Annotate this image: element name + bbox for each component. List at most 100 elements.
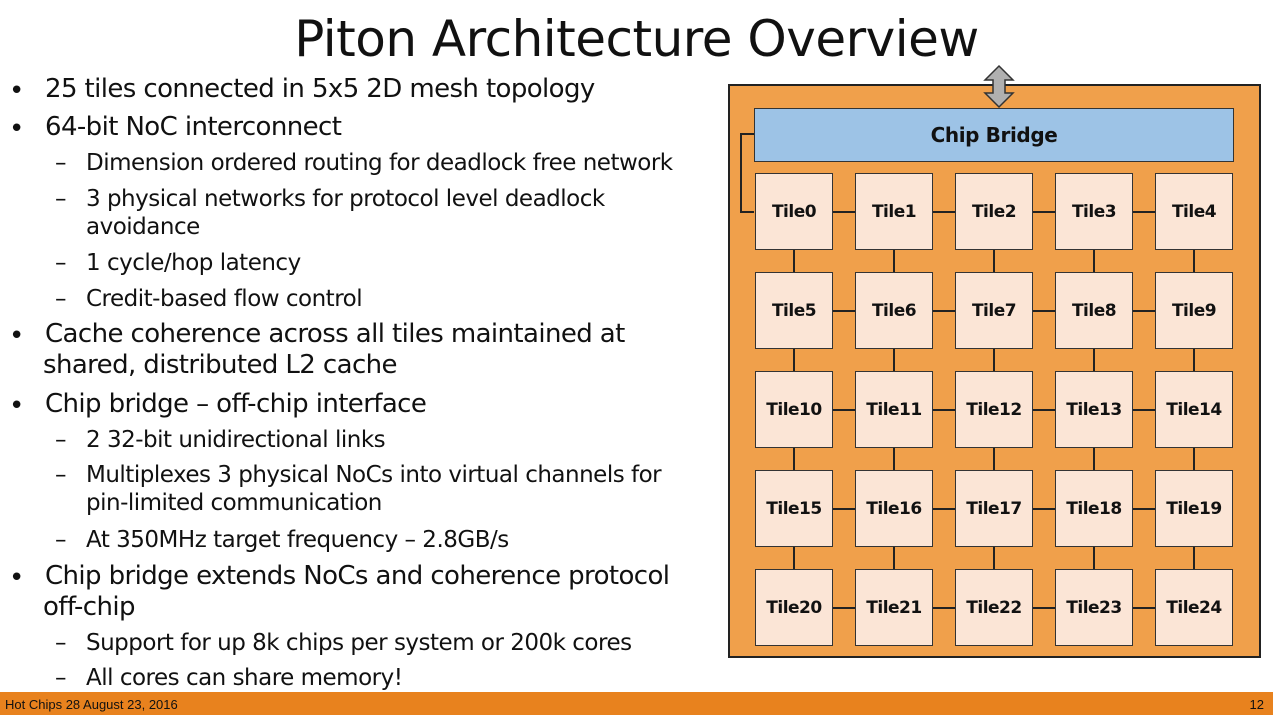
tile-22: Tile22 — [955, 569, 1033, 646]
bullet-text: Multiplexes 3 physical NoCs into virtual… — [86, 462, 662, 488]
tile-12: Tile12 — [955, 371, 1033, 448]
mesh-link-vertical — [993, 349, 995, 371]
mesh-link-horizontal — [833, 211, 855, 213]
mesh-link-horizontal — [1133, 409, 1155, 411]
mesh-link-vertical — [993, 448, 995, 470]
bullet-text: Support for up 8k chips per system or 20… — [86, 630, 632, 656]
bullet-text: Dimension ordered routing for deadlock f… — [86, 150, 673, 176]
footer-bar: Hot Chips 28 August 23, 2016 12 — [0, 692, 1273, 715]
mesh-link-vertical — [793, 547, 795, 569]
mesh-link-horizontal — [1033, 310, 1055, 312]
mesh-link-vertical — [893, 250, 895, 272]
bullet-text-continuation: shared, distributed L2 cache — [43, 350, 398, 380]
mesh-link-horizontal — [1133, 310, 1155, 312]
mesh-link-horizontal — [1133, 211, 1155, 213]
mesh-link-vertical — [1193, 547, 1195, 569]
tile-0: Tile0 — [755, 173, 833, 250]
tile-24: Tile24 — [1155, 569, 1233, 646]
bullet-text: 1 cycle/hop latency — [86, 250, 301, 276]
mesh-link-vertical — [1093, 250, 1095, 272]
slide-title: Piton Architecture Overview — [294, 10, 979, 68]
tile-17: Tile17 — [955, 470, 1033, 547]
bullet-text: 25 tiles connected in 5x5 2D mesh topolo… — [45, 74, 595, 104]
bullet-text: At 350MHz target frequency – 2.8GB/s — [86, 527, 509, 553]
mesh-link-vertical — [1093, 349, 1095, 371]
tile-16: Tile16 — [855, 470, 933, 547]
bullet-text: Credit-based flow control — [86, 286, 363, 312]
bullet-dash: – — [55, 462, 67, 488]
bullet-dash: – — [55, 150, 67, 176]
tile-15: Tile15 — [755, 470, 833, 547]
mesh-link-horizontal — [833, 310, 855, 312]
mesh-link-vertical — [793, 448, 795, 470]
mesh-link-vertical — [1093, 547, 1095, 569]
bullet-dash: – — [55, 286, 67, 312]
bullet-dot: • — [9, 114, 24, 144]
page-number: 12 — [1249, 697, 1264, 712]
mesh-link-horizontal — [1033, 508, 1055, 510]
mesh-link-vertical — [793, 250, 795, 272]
bullet-dash: – — [55, 427, 67, 453]
mesh-link-horizontal — [833, 409, 855, 411]
mesh-link-horizontal — [833, 508, 855, 510]
mesh-link-vertical — [993, 250, 995, 272]
mesh-link-horizontal — [933, 211, 955, 213]
mesh-link-horizontal — [1133, 607, 1155, 609]
tile-3: Tile3 — [1055, 173, 1133, 250]
mesh-link-vertical — [1193, 250, 1195, 272]
bullet-list: • 25 tiles connected in 5x5 2D mesh topo… — [9, 74, 673, 691]
tile-5: Tile5 — [755, 272, 833, 349]
bullet-dash: – — [55, 527, 67, 553]
mesh-link-horizontal — [933, 310, 955, 312]
bullet-dash: – — [55, 665, 67, 691]
bullet-text: Chip bridge extends NoCs and coherence p… — [45, 561, 670, 591]
tile-18: Tile18 — [1055, 470, 1133, 547]
bullet-dot: • — [9, 391, 24, 421]
tile-1: Tile1 — [855, 173, 933, 250]
mesh-link-vertical — [793, 349, 795, 371]
tile-23: Tile23 — [1055, 569, 1133, 646]
mesh-link-horizontal — [1033, 211, 1055, 213]
tile-14: Tile14 — [1155, 371, 1233, 448]
tile-13: Tile13 — [1055, 371, 1133, 448]
bullet-text: Chip bridge – off-chip interface — [45, 389, 427, 419]
tile-20: Tile20 — [755, 569, 833, 646]
bullet-dash: – — [55, 250, 67, 276]
tile-8: Tile8 — [1055, 272, 1133, 349]
mesh-link-vertical — [1193, 448, 1195, 470]
tile-4: Tile4 — [1155, 173, 1233, 250]
mesh-link-vertical — [993, 547, 995, 569]
mesh-link-vertical — [1093, 448, 1095, 470]
mesh-link-horizontal — [1033, 607, 1055, 609]
chip-bridge-box: Chip Bridge — [754, 108, 1234, 162]
tile-9: Tile9 — [1155, 272, 1233, 349]
bullet-text-continuation: off-chip — [43, 592, 135, 622]
tile-21: Tile21 — [855, 569, 933, 646]
bullet-dot: • — [9, 321, 24, 351]
bullet-text: All cores can share memory! — [86, 665, 403, 691]
bullet-dash: – — [55, 630, 67, 656]
bullet-text-continuation: pin-limited communication — [86, 490, 382, 516]
bullet-dash: – — [55, 186, 67, 212]
mesh-link-vertical — [893, 448, 895, 470]
bullet-text: Cache coherence across all tiles maintai… — [45, 319, 625, 349]
mesh-link-vertical — [893, 547, 895, 569]
mesh-link-horizontal — [933, 607, 955, 609]
mesh-link-horizontal — [933, 409, 955, 411]
bullet-text: 64-bit NoC interconnect — [45, 112, 342, 142]
tile-19: Tile19 — [1155, 470, 1233, 547]
bullet-text: 2 32-bit unidirectional links — [86, 427, 386, 453]
tile-10: Tile10 — [755, 371, 833, 448]
tile-2: Tile2 — [955, 173, 1033, 250]
bullet-text-continuation: avoidance — [86, 214, 200, 240]
mesh-link-horizontal — [833, 607, 855, 609]
bullet-text: 3 physical networks for protocol level d… — [86, 186, 605, 212]
mesh-link-horizontal — [933, 508, 955, 510]
mesh-link-vertical — [1193, 349, 1195, 371]
bullet-dot: • — [9, 76, 24, 106]
tile-11: Tile11 — [855, 371, 933, 448]
mesh-link-horizontal — [1033, 409, 1055, 411]
tile-6: Tile6 — [855, 272, 933, 349]
mesh-link-vertical — [893, 349, 895, 371]
tile-7: Tile7 — [955, 272, 1033, 349]
